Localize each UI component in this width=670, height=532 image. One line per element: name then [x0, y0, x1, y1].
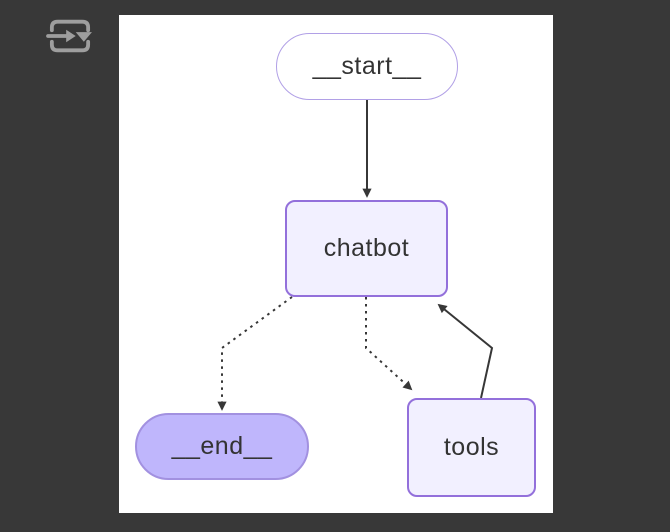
node-end-label: __end__ — [171, 432, 273, 460]
node-tools[interactable]: tools — [407, 398, 536, 497]
node-chatbot-label: chatbot — [323, 234, 410, 262]
node-start-label: __start__ — [312, 52, 422, 80]
diagram-edges — [217, 100, 494, 411]
node-start[interactable]: __start__ — [276, 33, 458, 100]
output-presentation-dropdown-icon[interactable] — [45, 15, 95, 57]
node-chatbot[interactable]: chatbot — [285, 200, 448, 297]
edge-chatbot-to-tools — [365, 297, 413, 391]
diagram-canvas: __start__ chatbot tools __end__ — [119, 15, 553, 513]
node-tools-label: tools — [443, 433, 500, 461]
edge-tools-to-chatbot — [437, 303, 494, 399]
output-presentation-dropdown-icon-glyph — [46, 19, 92, 53]
edge-chatbot-to-end — [217, 296, 293, 411]
node-end[interactable]: __end__ — [135, 413, 309, 480]
